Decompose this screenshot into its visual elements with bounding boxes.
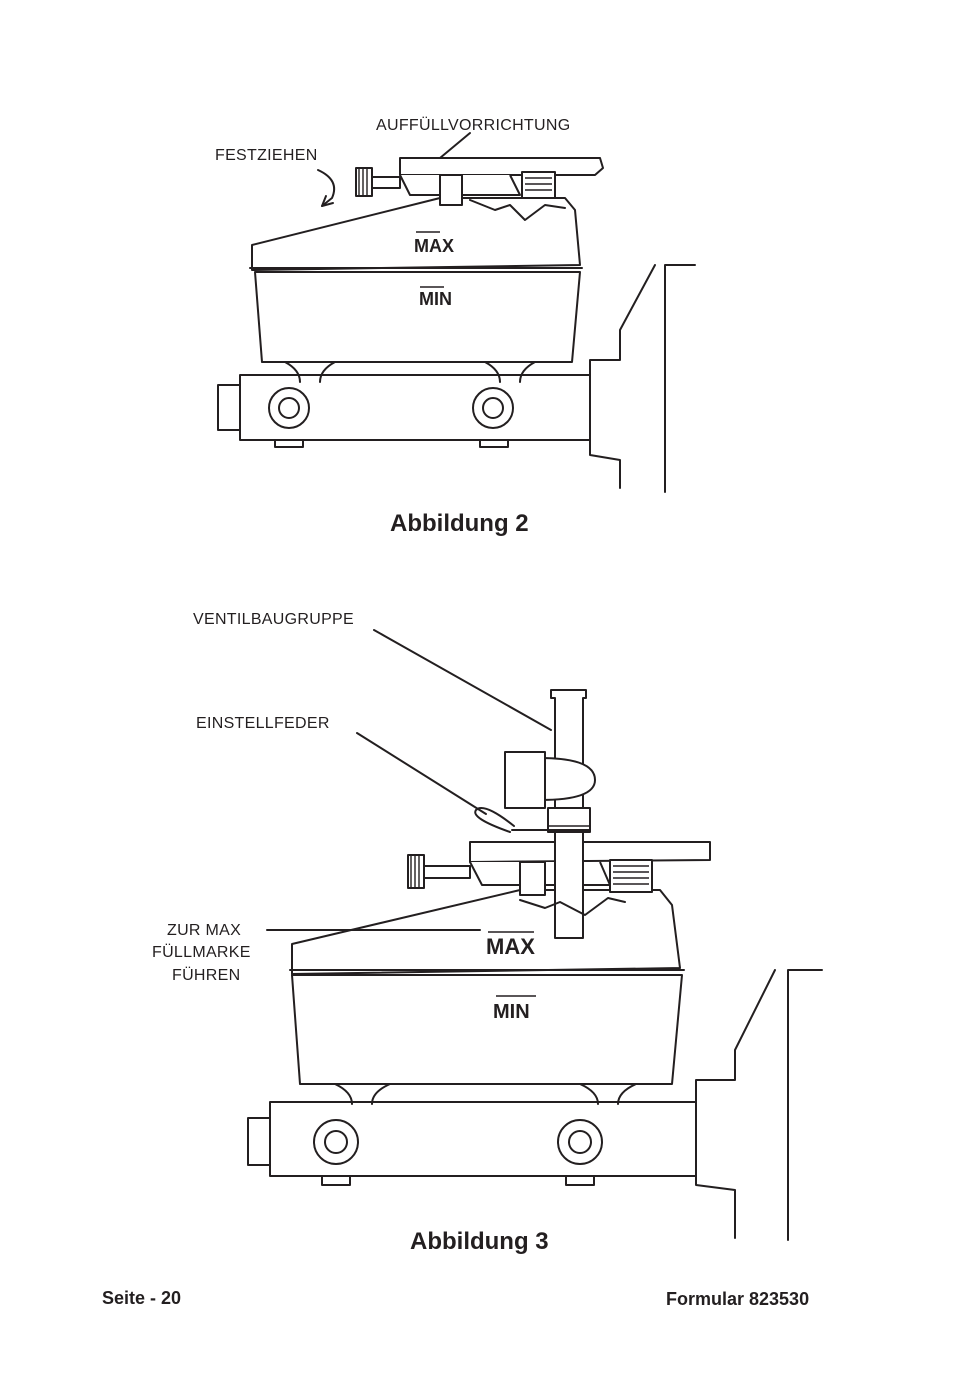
guide-label-line3: FÜHREN [172, 966, 240, 984]
figure-3-caption: Abbildung 3 [410, 1228, 549, 1255]
figure-2-illustration: MAX MIN AUFFÜLLVORRICHTUNG FESTZIEHEN [215, 116, 696, 493]
guide-label-line2: FÜLLMARKE [152, 943, 251, 961]
min-mark: MIN [419, 289, 452, 309]
max-mark-3: MAX [486, 934, 535, 959]
valve-assembly-label: VENTILBAUGRUPPE [193, 611, 354, 628]
guide-label-line1: ZUR MAX [167, 922, 241, 939]
form-number: Formular 823530 [666, 1289, 810, 1309]
tighten-label: FESTZIEHEN [215, 147, 318, 164]
fill-device-label: AUFFÜLLVORRICHTUNG [376, 116, 570, 134]
figure-3-illustration: MAX MIN VENTILBAUGRUPPE EINSTELLFEDER ZU… [152, 611, 823, 1241]
figure-2-caption: Abbildung 2 [390, 510, 529, 537]
max-mark: MAX [414, 236, 454, 256]
adjust-spring-label: EINSTELLFEDER [196, 715, 330, 732]
page-number: Seite - 20 [102, 1288, 182, 1308]
min-mark-3: MIN [493, 1001, 530, 1023]
